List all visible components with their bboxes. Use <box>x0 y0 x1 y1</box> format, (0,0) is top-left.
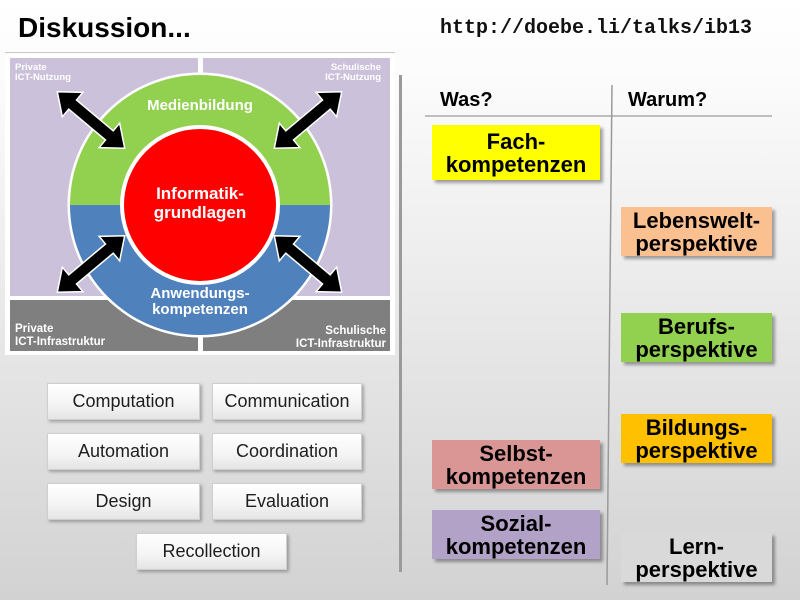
quadrant-top-right-label-line2: ICT-Nutzung <box>325 72 381 83</box>
warum-item-line2: perspektive <box>635 336 758 362</box>
core-label-line2: grundlagen <box>154 203 247 222</box>
quadrant-top-left-label-line2: ICT-Nutzung <box>15 72 71 83</box>
was-item-selbstkompetenzen: Selbst- kompetenzen <box>432 440 600 489</box>
warum-item-bildungsperspektive: Bildungs- perspektive <box>621 414 772 463</box>
double-arrow-bottom-left-icon <box>56 234 126 294</box>
quadrant-bottom-left-label-line2: ICT-Infrastruktur <box>15 336 106 348</box>
quadrant-bottom-right-label-line2: ICT-Infrastruktur <box>296 338 387 350</box>
quadrant-bottom-right-label-line1: Schulische <box>325 325 386 337</box>
quadrant-top-left-label-line1: Private <box>15 62 47 73</box>
ring-bottom-label-line2: kompetenzen <box>152 301 248 318</box>
principle-box-coordination: Coordination <box>212 433 362 470</box>
was-item-line1: Selbst- <box>479 440 553 466</box>
was-item-line1: Sozial- <box>480 510 552 536</box>
principle-box-recollection: Recollection <box>136 533 287 570</box>
warum-item-berufsperspektive: Berufs- perspektive <box>621 313 772 362</box>
double-arrow-top-right-icon <box>273 90 343 150</box>
principle-box-design: Design <box>47 483 200 520</box>
warum-item-lernperspektive: Lern- perspektive <box>621 533 772 582</box>
was-item-line2: kompetenzen <box>445 151 587 177</box>
warum-item-line2: perspektive <box>635 230 758 256</box>
was-item-sozialkompetenzen: Sozial- kompetenzen <box>432 510 600 559</box>
warum-item-lebensweltperspektive: Lebenswelt- perspektive <box>621 207 772 256</box>
principle-box-automation: Automation <box>47 433 200 470</box>
warum-item-line2: perspektive <box>635 437 758 463</box>
ring-top-label: Medienbildung <box>147 97 253 114</box>
double-arrow-shape <box>56 90 126 150</box>
double-arrow-shape <box>273 90 343 150</box>
core-label-line1: Informatik- <box>156 184 244 203</box>
double-arrow-top-left-icon <box>56 90 126 150</box>
was-item-fachkompetenzen: Fach- kompetenzen <box>432 125 600 180</box>
was-item-line1: Fach- <box>486 128 546 154</box>
warum-item-line2: perspektive <box>635 556 758 582</box>
quadrant-top-right-label-line1: Schulische <box>331 62 381 73</box>
warum-item-line1: Bildungs- <box>645 414 748 440</box>
talk-url-link[interactable]: http://doebe.li/talks/ib13 <box>440 17 753 40</box>
principle-box-computation: Computation <box>47 383 200 420</box>
title-divider <box>5 52 395 53</box>
column-header-warum: Warum? <box>628 89 708 111</box>
slide-title: Diskussion... <box>18 12 191 43</box>
double-arrow-bottom-right-icon <box>273 234 343 294</box>
warum-item-line1: Berufs- <box>657 313 735 339</box>
ring-bottom-label-line1: Anwendungs- <box>150 285 249 302</box>
table-grid-lines <box>425 84 772 586</box>
slide-column-divider <box>399 75 402 572</box>
warum-item-line1: Lern- <box>669 533 724 559</box>
principle-box-evaluation: Evaluation <box>212 483 362 520</box>
double-arrow-shape <box>56 234 126 294</box>
core-informatics-circle <box>120 125 280 285</box>
double-arrow-shape <box>273 234 343 294</box>
was-item-line2: kompetenzen <box>445 533 587 559</box>
warum-item-line1: Lebenswelt- <box>632 207 761 233</box>
table-column-rule <box>606 84 613 586</box>
quadrant-bottom-left-label-line1: Private <box>15 323 53 335</box>
column-header-was: Was? <box>440 89 493 111</box>
was-item-line2: kompetenzen <box>445 463 587 489</box>
competence-model-diagram: Medienbildung Informatik- grundlagen Anw… <box>5 55 395 355</box>
principle-box-communication: Communication <box>212 383 362 420</box>
